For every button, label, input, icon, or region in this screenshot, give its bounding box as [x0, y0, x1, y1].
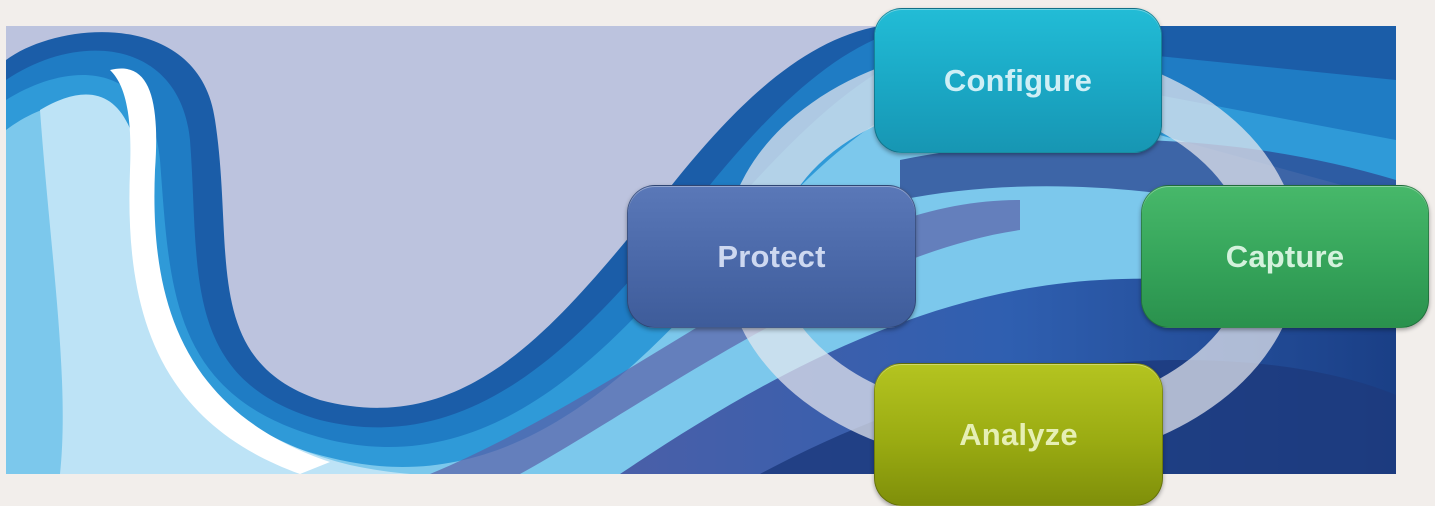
stage-protect: Protect: [627, 185, 916, 328]
stage-analyze-label: Analyze: [959, 417, 1078, 453]
stage-analyze: Analyze: [874, 363, 1163, 506]
stage-capture: Capture: [1141, 185, 1429, 328]
stage-protect-label: Protect: [717, 239, 825, 275]
stage-configure-label: Configure: [944, 63, 1092, 99]
stage-configure: Configure: [874, 8, 1162, 153]
stage-capture-label: Capture: [1226, 239, 1345, 275]
